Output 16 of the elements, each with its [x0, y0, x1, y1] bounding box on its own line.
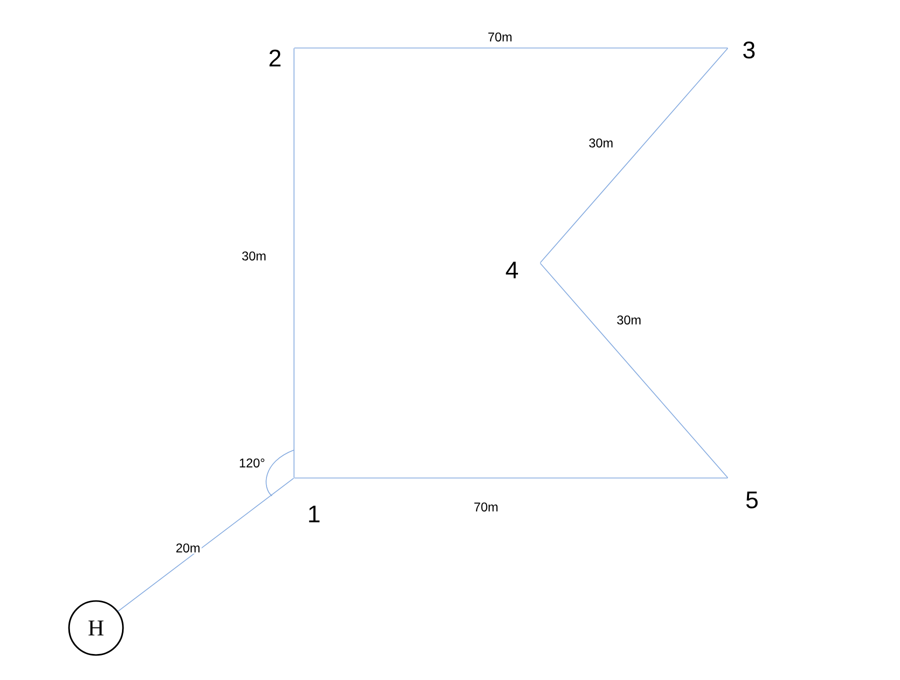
edge-label: 70m: [486, 31, 514, 43]
edge-label: 30m: [587, 137, 615, 149]
edge-label: 30m: [615, 314, 643, 326]
circle-node: H: [68, 600, 124, 656]
angle-label: 120°: [240, 458, 264, 468]
point-label: 3: [743, 41, 755, 58]
edge-label: 30m: [240, 250, 268, 262]
point-label: 2: [270, 50, 280, 66]
point-label: 5: [746, 492, 758, 508]
point-label: 4: [506, 262, 518, 278]
edge-label: 70m: [472, 501, 500, 513]
line: [540, 262, 728, 478]
point-label: 1: [309, 506, 320, 522]
line: [540, 48, 728, 264]
line: [118, 478, 294, 612]
edge-label: 20m: [174, 542, 202, 554]
